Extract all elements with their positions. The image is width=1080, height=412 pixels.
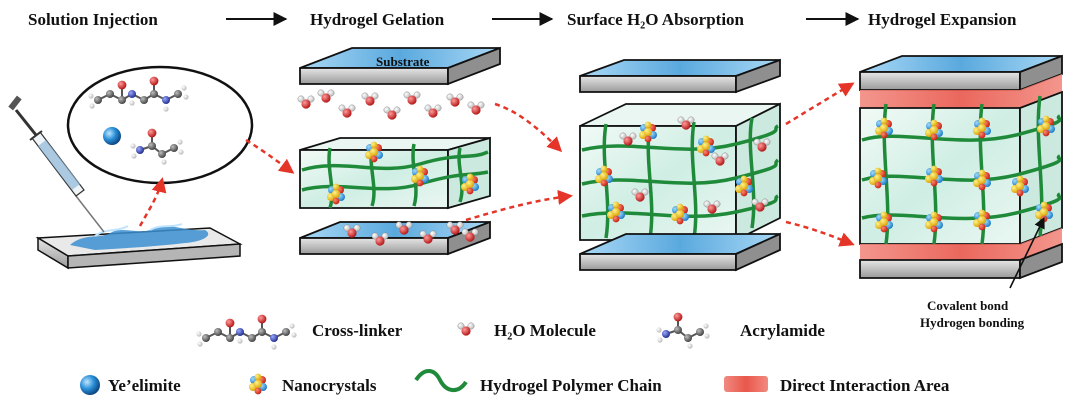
step-solution-injection-label: Solution Injection	[28, 10, 158, 29]
callout-arrow	[1009, 216, 1045, 289]
solution-puddle	[70, 226, 209, 250]
interaction-area-icon	[724, 376, 768, 392]
acrylamide-molecule-icon	[655, 311, 711, 350]
flow-arrow-1	[245, 138, 295, 174]
panel-hydrogel-expansion: Covalent bond Hydrogen bonding	[859, 54, 1063, 330]
legend-row-1: Cross-linker H₂O Molecule Acrylamide	[195, 311, 825, 351]
legend-yeelimite-label: Ye’elimite	[108, 376, 181, 395]
flow-arrow-4	[785, 82, 855, 126]
syringe-icon	[8, 95, 105, 233]
flow-arrow-2	[494, 102, 563, 153]
polymer-chain-icon	[414, 369, 468, 392]
flow-arrow-3	[465, 189, 573, 222]
flow-arrow-5	[785, 220, 855, 247]
top-interaction-area	[860, 74, 1062, 108]
molecule-zoom-bubble	[66, 65, 254, 185]
covalent-bond-label: Covalent bond	[927, 298, 1009, 313]
legend-acrylamide-label: Acrylamide	[740, 321, 825, 340]
legend-row-2: Ye’elimite Nanocrystals Hydrogel Polymer…	[80, 369, 950, 395]
legend-cross-linker-label: Cross-linker	[312, 321, 403, 340]
yeelimite-sphere-icon	[103, 127, 121, 145]
panel-hydrogel-gelation: Substrate	[297, 46, 573, 256]
zoom-arrow	[138, 177, 167, 227]
nanocrystal-cluster-icon	[249, 373, 267, 395]
panel-surface-absorption	[579, 58, 855, 272]
legend-polymer-chain-label: Hydrogel Polymer Chain	[480, 376, 662, 395]
hydrogen-bonding-label: Hydrogen bonding	[920, 315, 1025, 330]
panel-solution-injection	[8, 65, 295, 270]
bottom-interaction-area	[860, 228, 1062, 260]
step-surface-absorption-label: Surface H₂O Absorption	[567, 10, 745, 29]
substrate-label: Substrate	[376, 54, 430, 69]
legend-water-label: H₂O Molecule	[494, 321, 596, 340]
step-hydrogel-gelation-label: Hydrogel Gelation	[310, 10, 445, 29]
step-labels: Solution Injection Hydrogel Gelation Sur…	[28, 10, 1017, 29]
legend-interaction-area-label: Direct Interaction Area	[780, 376, 950, 395]
legend-nanocrystals-label: Nanocrystals	[282, 376, 377, 395]
step-hydrogel-expansion-label: Hydrogel Expansion	[868, 10, 1017, 29]
water-molecule-icon	[457, 322, 475, 337]
yeelimite-sphere-icon	[80, 375, 100, 395]
cross-linker-molecule-icon	[195, 313, 298, 351]
